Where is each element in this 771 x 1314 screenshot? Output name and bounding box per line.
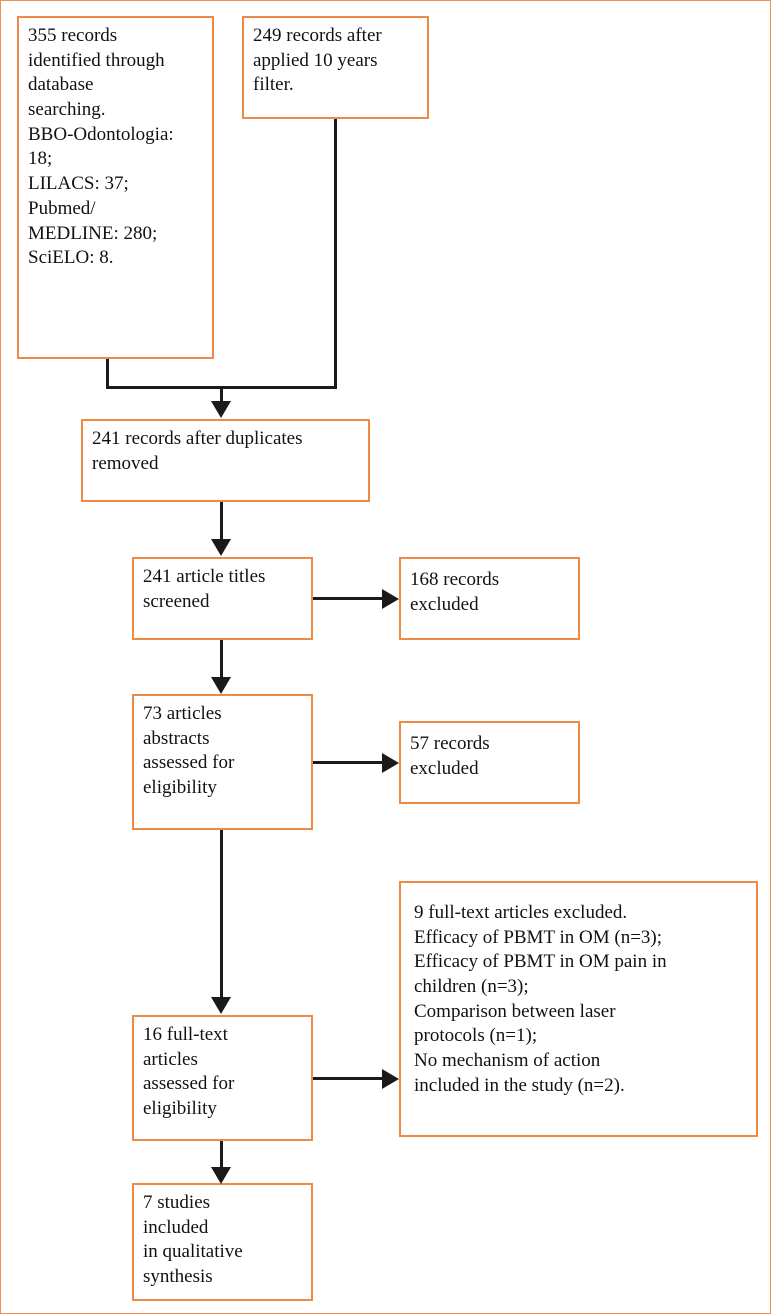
arrowhead-abstracts-to-excluded [382, 753, 399, 773]
connector-abstracts-to-fulltext [220, 830, 223, 998]
box-abstracts-records-excluded: 57 records excluded [399, 721, 580, 804]
connector-titles-to-excluded [313, 597, 383, 600]
arrowhead-duplicates-to-titles [211, 539, 231, 556]
box-fulltext-articles-excluded: 9 full-text articles excluded. Efficacy … [399, 881, 758, 1137]
box-records-after-duplicates-removed: 241 records after duplicates removed [81, 419, 370, 502]
connector-identification-to-junction [106, 359, 109, 389]
connector-abstracts-to-excluded [313, 761, 383, 764]
connector-fulltext-to-included [220, 1141, 223, 1169]
arrowhead-fulltext-to-included [211, 1167, 231, 1184]
box-records-after-years-filter: 249 records after applied 10 years filte… [242, 16, 429, 119]
box-studies-included-qualitative-synthesis: 7 studies included in qualitative synthe… [132, 1183, 313, 1301]
connector-junction-to-duplicates [220, 386, 223, 406]
arrowhead-titles-to-abstracts [211, 677, 231, 694]
box-titles-records-excluded: 168 records excluded [399, 557, 580, 640]
arrowhead-abstracts-to-fulltext [211, 997, 231, 1014]
arrowhead-fulltext-to-excluded [382, 1069, 399, 1089]
connector-titles-to-abstracts [220, 640, 223, 678]
box-article-titles-screened: 241 article titles screened [132, 557, 313, 640]
box-fulltext-assessed-eligibility: 16 full-text articles assessed for eligi… [132, 1015, 313, 1141]
box-records-identified-database: 355 records identified through database … [17, 16, 214, 359]
arrowhead-titles-to-excluded [382, 589, 399, 609]
connector-yearsfilter-to-junction [334, 119, 337, 389]
arrowhead-junction-to-duplicates [211, 401, 231, 418]
connector-fulltext-to-excluded [313, 1077, 383, 1080]
connector-duplicates-to-titles [220, 502, 223, 540]
box-abstracts-assessed-eligibility: 73 articles abstracts assessed for eligi… [132, 694, 313, 830]
